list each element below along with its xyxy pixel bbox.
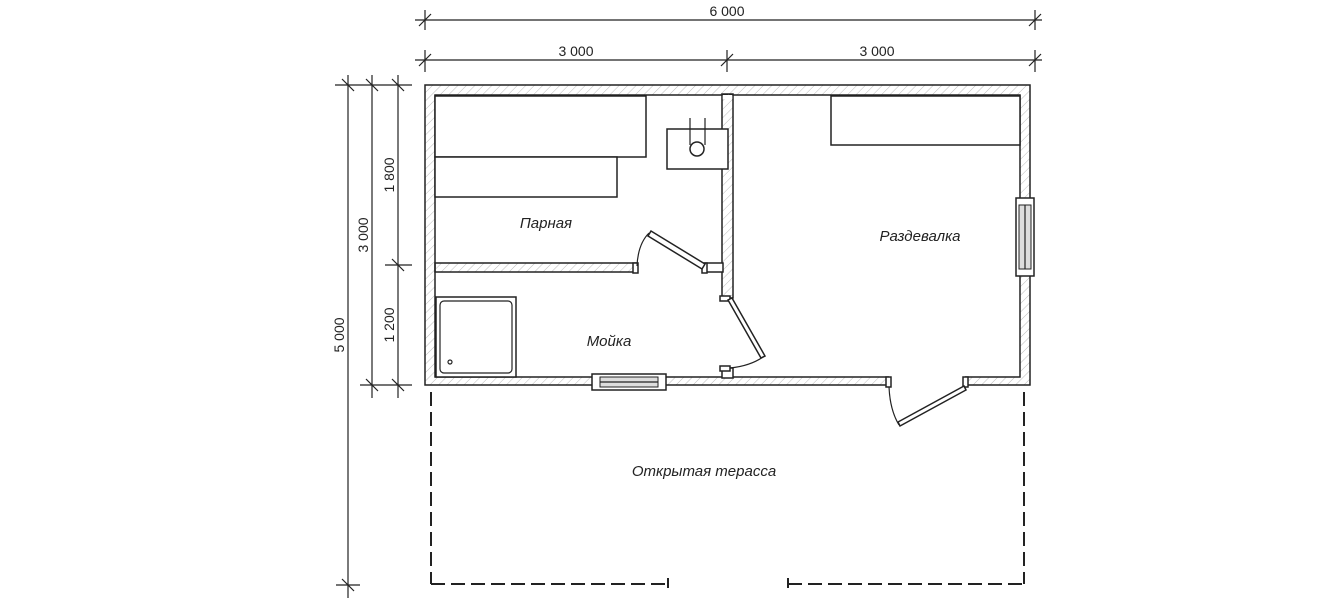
dim-building-depth: 3 000 [355,217,371,252]
dim-wash-room-depth: 1 200 [381,307,397,342]
dim-total-width: 6 000 [709,3,744,19]
doors [632,229,969,428]
shower-tray-icon [435,296,517,378]
furniture [434,95,1021,378]
walls [424,84,1031,388]
label-steam-room: Парная [520,215,572,232]
dim-left-width: 3 000 [558,43,593,59]
lower-bench [434,156,618,198]
dim-right-width: 3 000 [859,43,894,59]
windows [591,197,1035,391]
terrace-outline [430,392,1025,588]
dim-steam-room-depth: 1 800 [381,157,397,192]
top-dimensions [415,10,1042,72]
dim-total-depth: 5 000 [331,317,347,352]
label-terrace: Открытая терасса [632,463,776,480]
left-dimensions [335,75,412,598]
changing-room-bench [830,95,1021,146]
stove-icon [666,118,729,170]
label-changing-room: Раздевалка [879,228,960,245]
upper-bench [434,95,647,158]
label-wash-room: Мойка [587,333,632,350]
